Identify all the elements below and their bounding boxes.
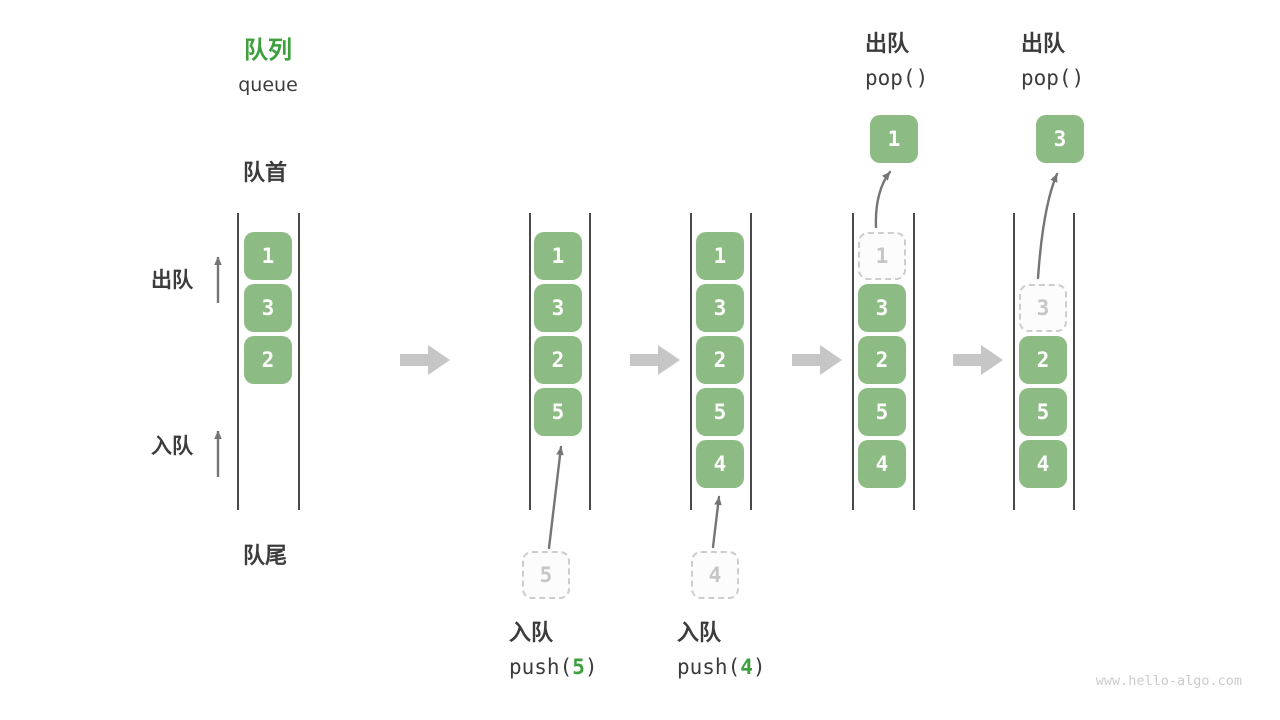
queue-element: 5 (858, 388, 906, 436)
push-caption-code: push(4) (677, 655, 766, 679)
title-zh: 队列 (244, 36, 292, 64)
queue-element: 5 (1019, 388, 1067, 436)
queue-wall (1013, 213, 1015, 510)
queue-wall (852, 213, 854, 510)
push-arrow-icon (711, 495, 722, 549)
code-arg: 5 (572, 655, 585, 679)
queue-element: 5 (696, 388, 744, 436)
pop-caption-code: pop() (865, 66, 929, 90)
code-arg: 4 (740, 655, 753, 679)
title-en: queue (238, 74, 298, 96)
push-caption-code: push(5) (509, 655, 598, 679)
queue-front-label: 队首 (243, 161, 288, 186)
push-caption-label: 入队 (677, 621, 722, 646)
queue-element: 3 (696, 284, 744, 332)
pop-caption-code: pop() (1021, 66, 1085, 90)
code-prefix: push( (677, 655, 741, 679)
pop-caption: 出队 pop() (1021, 26, 1084, 90)
push-caption: 入队 push(4) (677, 615, 766, 679)
push-caption-label: 入队 (509, 621, 554, 646)
queue-element: 1 (534, 232, 582, 280)
transition-arrow-icon (400, 345, 450, 375)
queue-element: 3 (534, 284, 582, 332)
transition-arrow-icon (792, 345, 842, 375)
queue-wall (1073, 213, 1075, 510)
push-caption: 入队 push(5) (509, 615, 598, 679)
queue-wall (750, 213, 752, 510)
queue-element: 2 (696, 336, 744, 384)
queue-wall (298, 213, 300, 510)
push-arrow-icon (547, 445, 564, 550)
code-suffix: ) (752, 655, 766, 679)
incoming-element-ghost: 5 (522, 551, 570, 599)
pop-arrow-icon (1036, 172, 1059, 280)
pop-caption-label: 出队 (865, 32, 910, 57)
queue-element: 4 (696, 440, 744, 488)
queue-element: 2 (534, 336, 582, 384)
queue-wall (913, 213, 915, 510)
code-prefix: push( (509, 655, 573, 679)
queue-element: 4 (858, 440, 906, 488)
queue-element: 4 (1019, 440, 1067, 488)
queue-element: 5 (534, 388, 582, 436)
queue-element: 2 (244, 336, 292, 384)
queue-element: 2 (1019, 336, 1067, 384)
pop-caption-label: 出队 (1021, 32, 1066, 57)
transition-arrow-icon (953, 345, 1003, 375)
incoming-element-ghost: 4 (691, 551, 739, 599)
queue-element: 1 (696, 232, 744, 280)
queue-element: 3 (858, 284, 906, 332)
queue-wall (589, 213, 591, 510)
queue-wall (237, 213, 239, 510)
queue-element: 2 (858, 336, 906, 384)
watermark: www.hello-algo.com (1095, 673, 1242, 689)
side-dequeue-label: 出队 (151, 268, 193, 292)
side-enqueue-label: 入队 (151, 434, 193, 458)
popped-element: 1 (870, 115, 918, 163)
popped-element: 3 (1036, 115, 1084, 163)
queue-element: 3 (244, 284, 292, 332)
pop-caption: 出队 pop() (865, 26, 928, 90)
queue-wall (529, 213, 531, 510)
queue-rear-label: 队尾 (243, 544, 288, 569)
removed-element-ghost: 1 (858, 232, 906, 280)
code-suffix: ) (584, 655, 598, 679)
queue-wall (690, 213, 692, 510)
queue-element: 1 (244, 232, 292, 280)
title-block: 队列 queue (205, 30, 331, 96)
pop-arrow-icon (874, 170, 892, 229)
removed-element-ghost: 3 (1019, 284, 1067, 332)
transition-arrow-icon (630, 345, 680, 375)
